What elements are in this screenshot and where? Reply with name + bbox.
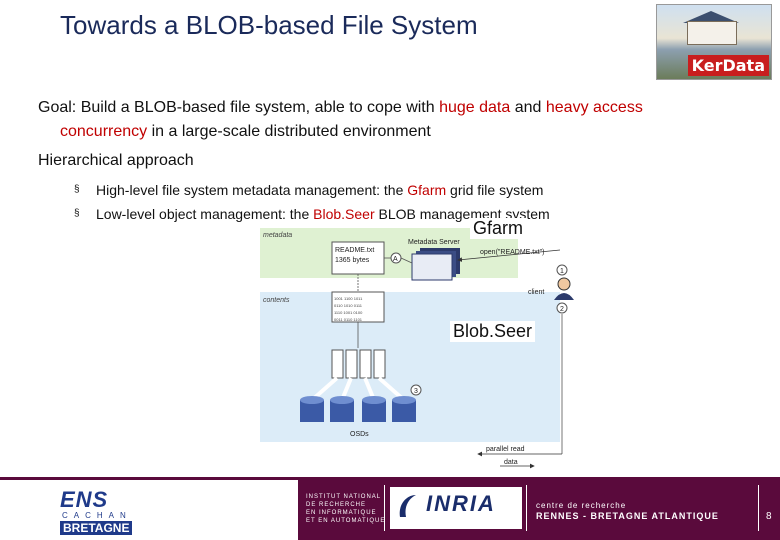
institute-line: DE RECHERCHE: [306, 502, 367, 508]
osd-disk-icon: [330, 400, 354, 422]
chunk-page: [345, 349, 358, 379]
osd-disk-top: [362, 396, 386, 404]
open-arrow: [457, 249, 561, 262]
blobseer-overlay-label: Blob.Seer: [450, 321, 536, 342]
bullet-marker-icon: §: [74, 184, 80, 195]
rennes-text: RENNES - BRETAGNE ATLANTIQUE: [536, 511, 719, 521]
footer-top-line: [0, 477, 780, 480]
chunk-row: 1001 1100 1011: [334, 296, 363, 301]
chunk-row: 1110 1001 0100: [334, 310, 363, 315]
footer-banner: ENS CACHAN BRETAGNE INSTITUT NATIONAL DE…: [0, 477, 780, 540]
institute-line: EN INFORMATIQUE: [306, 510, 377, 516]
client-body-icon: [554, 293, 574, 300]
footer-divider: [384, 485, 385, 531]
osd-disk-top: [392, 396, 416, 404]
server-to-card-link: [400, 257, 413, 264]
osd-disk-top: [300, 396, 324, 404]
metadata-server-label: Metadata Server: [408, 239, 460, 246]
chunk-rows: 1001 1100 1011 0110 1010 0111 1110 1001 …: [334, 296, 363, 322]
chunk-page: [373, 349, 386, 379]
inria-logo-text: INRIA: [426, 491, 496, 516]
parallel-read-label: parallel read: [486, 446, 525, 453]
bullet-gfarm: § High-level file system metadata manage…: [74, 178, 550, 202]
goal-continuation: concurrency in a large-scale distributed…: [38, 120, 758, 144]
inria-swirl-icon: [399, 495, 416, 517]
step-3-label: 3: [414, 388, 418, 395]
contents-label: contents: [263, 297, 290, 304]
chunk-row: 0110 1010 0111: [334, 303, 363, 308]
chunk-page: [331, 349, 344, 379]
goal-part1: Goal: Build a BLOB-based file system, ab…: [38, 99, 440, 116]
step-3-circle: [410, 384, 422, 396]
bullet-suffix: grid file system: [446, 182, 544, 198]
ens-logo-area: ENS CACHAN BRETAGNE: [0, 477, 298, 540]
step-1-label: 1: [560, 268, 564, 275]
marker-a-label: A: [393, 256, 398, 263]
goal-heavy-access: heavy access: [545, 99, 643, 116]
bullet-prefix: High-level file system metadata manageme…: [96, 182, 408, 198]
gfarm-overlay-label: Gfarm: [470, 218, 527, 239]
kerdata-logo: KerData: [656, 4, 772, 80]
architecture-diagram: metadata contents Metadata Server README…: [260, 228, 574, 469]
ens-bretagne-text: BRETAGNE: [60, 521, 133, 535]
chunk-page: [359, 349, 372, 379]
step-1-circle: [556, 264, 568, 276]
client-label: client: [528, 289, 544, 296]
ens-cachan-text: CACHAN: [62, 511, 132, 520]
bullet-highlight: Gfarm: [407, 182, 447, 198]
bullet-prefix: Low-level object management: the: [96, 206, 314, 222]
osds-label: OSDs: [350, 431, 369, 438]
open-call-label: open("README.txt"): [480, 249, 545, 256]
institute-text: INSTITUT NATIONAL DE RECHERCHE EN INFORM…: [306, 493, 385, 525]
osd-disk-icon: [362, 400, 386, 422]
footer-divider: [758, 485, 759, 531]
data-label: data: [504, 459, 518, 466]
osd-disks: [300, 396, 416, 422]
goal-part2: and: [510, 99, 546, 116]
readme-size: 1365 bytes: [335, 257, 370, 264]
osd-disk-top: [330, 396, 354, 404]
step-2-circle: [556, 302, 568, 314]
house-roof-icon: [683, 11, 739, 23]
goal-text: Goal: Build a BLOB-based file system, ab…: [38, 96, 758, 144]
osd-disk-icon: [392, 400, 416, 422]
inria-logo: [390, 487, 522, 529]
bullet-marker-icon: §: [74, 208, 80, 219]
readme-metadata-card: [331, 241, 385, 275]
centre-text: centre de recherche: [536, 501, 627, 510]
chunk-pages: [331, 349, 386, 379]
bullet-highlight: Blob.Seer: [313, 206, 375, 222]
slide-title: Towards a BLOB-based File System: [60, 10, 478, 40]
chunk-row: 0011 0110 1101: [334, 317, 363, 322]
page-number: 8: [766, 511, 772, 522]
metadata-server-box-front: [411, 253, 453, 281]
readme-filename: README.txt: [335, 247, 374, 254]
goal-concurrency: concurrency: [60, 123, 148, 140]
institute-line: INSTITUT NATIONAL: [306, 494, 382, 500]
house-icon: [687, 21, 737, 45]
kerdata-brand-label: KerData: [687, 55, 769, 76]
institute-line: ET EN AUTOMATIQUE: [306, 518, 386, 524]
goal-part3: in a large-scale distributed environment: [147, 123, 431, 140]
metadata-label: metadata: [263, 232, 292, 239]
hierarchical-heading: Hierarchical approach: [38, 152, 194, 169]
approach-bullet-list: § High-level file system metadata manage…: [74, 178, 550, 226]
footer-strip: [298, 477, 780, 540]
footer-divider: [526, 485, 527, 531]
client-head-icon: [557, 277, 571, 291]
step-2-label: 2: [560, 306, 564, 313]
ens-logo-text: ENS: [60, 487, 109, 512]
goal-huge-data: huge data: [439, 99, 511, 116]
osd-disk-icon: [300, 400, 324, 422]
